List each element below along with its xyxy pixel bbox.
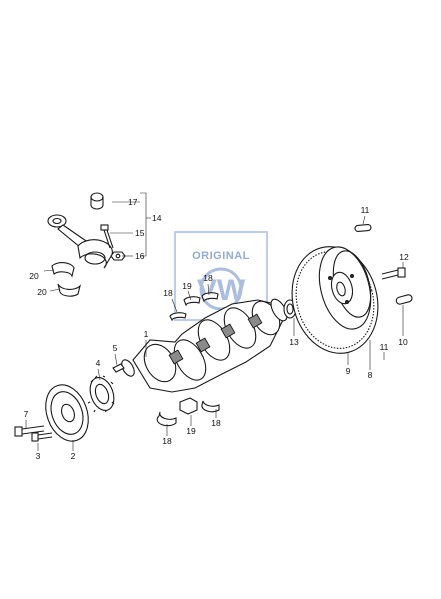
rod-bolt-part — [100, 224, 114, 249]
callout-11-lower: 11 — [380, 342, 389, 352]
vw-logo-icon: VW — [197, 274, 246, 307]
flywheel-bolt-part — [381, 267, 406, 280]
callout-19-a: 19 — [182, 281, 192, 291]
pulley-bolt-short-part — [31, 432, 53, 442]
rod-bearing-shell-lower — [57, 283, 82, 297]
small-end-bushing-part — [90, 192, 104, 210]
callout-1: 1 — [144, 329, 149, 339]
callout-19-b: 19 — [186, 426, 196, 436]
rod-nut-part — [110, 251, 126, 261]
callout-12: 12 — [399, 252, 409, 262]
rod-bearing-shell-upper — [51, 262, 75, 278]
callout-14: 14 — [152, 213, 162, 223]
flywheel-part — [291, 246, 379, 354]
main-bearing-shells-lower — [156, 397, 220, 427]
connecting-rod-part — [47, 214, 113, 269]
callout-13: 13 — [289, 337, 299, 347]
crankshaft-part — [121, 298, 288, 393]
callout-18-b: 18 — [203, 273, 213, 283]
dowel-pin-lower-part — [395, 294, 413, 305]
connecting-rod-assembly — [47, 192, 151, 297]
callout-3: 3 — [36, 451, 41, 461]
callout-18-c: 18 — [162, 436, 172, 446]
callout-2: 2 — [71, 451, 76, 461]
callout-labels: 1 2 3 4 5 7 9 10 11 11 8 12 13 14 15 16 … — [24, 197, 409, 461]
crankshaft-pulley-part — [45, 384, 89, 442]
dowel-pin-upper-part — [354, 224, 372, 232]
callout-8: 8 — [368, 370, 373, 380]
callout-18-d: 18 — [211, 418, 221, 428]
callout-10: 10 — [398, 337, 408, 347]
callout-20-b: 20 — [37, 287, 47, 297]
callout-17: 17 — [128, 197, 138, 207]
callout-16: 16 — [135, 251, 145, 261]
leader-lines — [25, 201, 404, 451]
callout-18-a: 18 — [163, 288, 173, 298]
crankshaft-sprocket-part — [87, 375, 115, 413]
watermark-text: ORIGINAL — [192, 250, 250, 262]
callout-4: 4 — [96, 358, 101, 368]
callout-20-a: 20 — [29, 271, 39, 281]
callout-15: 15 — [135, 228, 145, 238]
callout-5: 5 — [113, 343, 118, 353]
main-bearing-shells-upper — [169, 292, 219, 322]
callout-11-upper: 11 — [361, 205, 370, 215]
woodruff-key-part — [112, 363, 125, 373]
callout-7: 7 — [24, 409, 29, 419]
callout-9: 9 — [346, 366, 351, 376]
